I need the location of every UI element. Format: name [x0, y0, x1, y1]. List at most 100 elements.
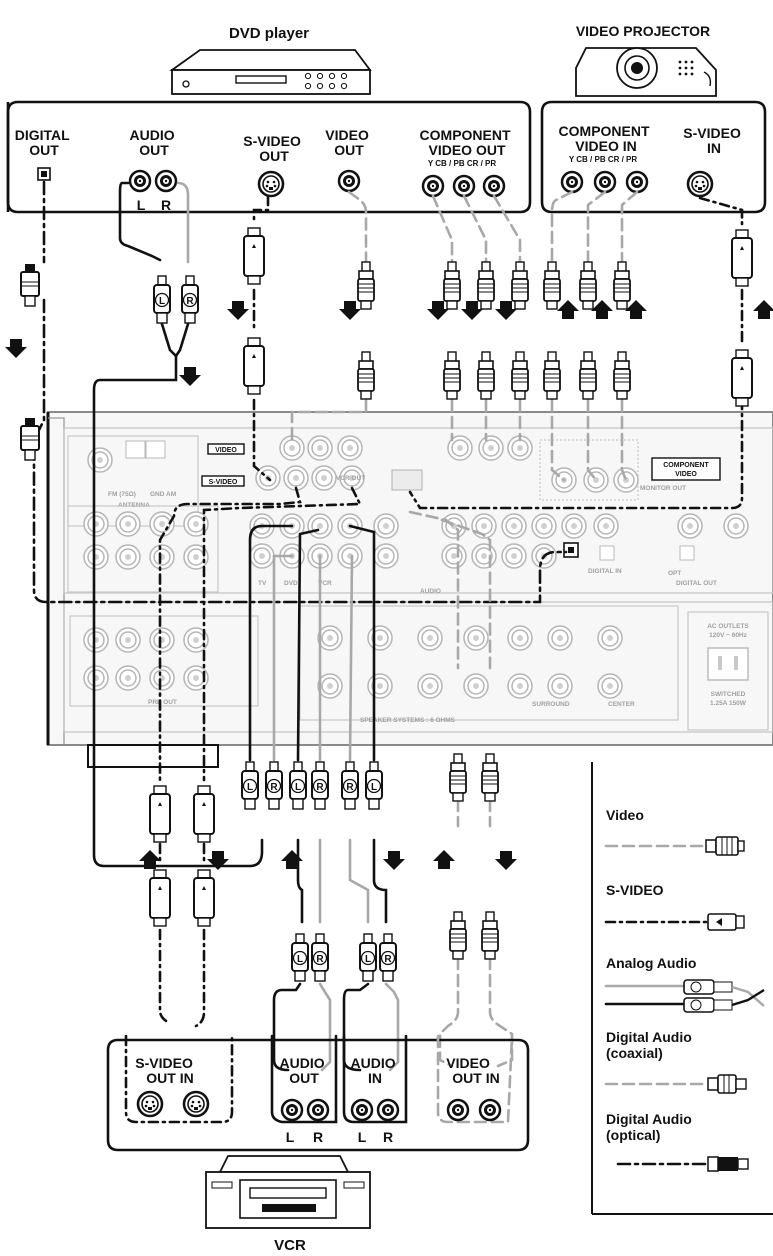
svg-text:R: R — [316, 954, 324, 965]
projector-pr-jack — [625, 170, 649, 194]
svg-text:L: L — [159, 296, 165, 307]
vcr-video-in-plug-bottom — [481, 911, 499, 960]
projector-svideo-in-label: S-VIDEO IN — [683, 125, 744, 156]
proj-svideo-plug-top — [731, 229, 753, 287]
rx-opt: OPT — [668, 570, 681, 577]
vcr-svideo-in-plug-top — [193, 785, 215, 843]
vcr-svideo-label: S-VIDEO OUT IN — [135, 1055, 196, 1086]
rx-vcr-out: VCR OUT — [336, 475, 365, 482]
rx-surround: SURROUND — [532, 701, 570, 708]
legend-item-digital-coaxial: Digital Audio (coaxial) — [604, 1029, 747, 1094]
dvd-pb-plug-top — [477, 261, 495, 310]
vcr-video-out-plug-top — [449, 753, 467, 802]
vcr-video-label: VIDEO OUT IN — [446, 1055, 499, 1086]
dvd-svideo-plug-bottom — [243, 337, 265, 395]
vcr-ch-r-2: R — [383, 1129, 393, 1145]
arrow-down — [227, 301, 249, 320]
rx-center: CENTER — [608, 701, 635, 708]
dvd-connector-panel: DIGITAL OUT AUDIO OUT S-VIDEO OUT VIDEO … — [6, 100, 532, 214]
proj-pr-plug-bottom — [613, 351, 631, 400]
dvd-svideo-jack — [257, 170, 285, 198]
vcr-ch-l-1: L — [286, 1129, 295, 1145]
dvd-pb-plug-bottom — [477, 351, 495, 400]
dvd-digital-out-label: DIGITAL OUT — [15, 127, 74, 158]
svg-text:R: R — [270, 782, 278, 793]
svg-text:(optical): (optical) — [606, 1127, 660, 1143]
svg-text:R: R — [186, 296, 194, 307]
rx-component-video-2: VIDEO — [675, 471, 697, 478]
plugs: L R L R L R R L — [20, 227, 753, 982]
vcr-audio-in-label: AUDIO IN — [350, 1055, 399, 1086]
dvd-component-sub: Y CB / PB CR / PR — [428, 159, 497, 168]
legend-item-digital-optical: Digital Audio (optical) — [606, 1111, 749, 1172]
arrow-up — [557, 300, 579, 319]
rx-pre-out: PRE OUT — [148, 699, 177, 706]
arrow-down — [383, 851, 405, 870]
dvd-svideo-plug-top — [243, 227, 265, 285]
svg-text:R: R — [346, 782, 354, 793]
projector-component-sub: Y CB / PB CR / PR — [569, 155, 638, 164]
dvd-y-plug-top — [443, 261, 461, 310]
arrow-down — [5, 339, 27, 358]
svg-text:L: L — [247, 782, 253, 793]
vcr-ch-r-1: R — [313, 1129, 323, 1145]
arrow-down — [427, 301, 449, 320]
dvd-component-y-jack — [421, 174, 445, 198]
vcr-audio-out-r-jack — [306, 1098, 330, 1122]
dvd-video-out-label: VIDEO OUT — [325, 127, 372, 158]
arrow-down — [495, 851, 517, 870]
vcr-svideo-out-plug-bottom — [149, 869, 171, 927]
arrow-up — [281, 850, 303, 869]
dvd-audio-out-label: AUDIO OUT — [129, 127, 178, 158]
svg-text:R: R — [316, 782, 324, 793]
legend: Video S-VIDEO Analog Audio — [591, 762, 773, 1215]
dvd-pr-plug-bottom — [511, 351, 529, 400]
vcr-video-in-jack — [478, 1098, 502, 1122]
rx-ac-outlets-2: 120V ~ 60Hz — [709, 632, 748, 639]
arrow-down — [495, 301, 517, 320]
legend-item-analog-audio: Analog Audio — [604, 955, 765, 1013]
svg-text:L: L — [371, 782, 377, 793]
rx-svideo-tag: S-VIDEO — [209, 479, 238, 486]
dvd-video-plug-top — [357, 261, 375, 310]
svg-text:Video: Video — [606, 807, 644, 823]
digital-optical-plug-top — [20, 263, 40, 307]
projector-pb-jack — [593, 170, 617, 194]
projector-connector-panel: COMPONENT VIDEO IN Y CB / PB CR / PR S-V… — [540, 100, 767, 214]
dvd-component-pb-jack — [452, 174, 476, 198]
arrow-up — [433, 850, 455, 869]
proj-pb-plug-bottom — [579, 351, 597, 400]
arrow-up — [625, 300, 647, 319]
arrow-down — [339, 301, 361, 320]
svg-text:L: L — [365, 954, 371, 965]
svg-text:L: L — [297, 954, 303, 965]
dvd-player-title: DVD player — [229, 25, 309, 42]
legend-item-svideo: S-VIDEO — [604, 882, 745, 931]
dvd-component-pr-jack — [482, 174, 506, 198]
vcr-svideo-out-plug-top — [149, 785, 171, 843]
rx-speaker-systems: SPEAKER SYSTEMS : 6 OHMS — [360, 717, 456, 724]
rx-ac-outlets-1: AC OUTLETS — [707, 623, 749, 630]
svg-text:Analog Audio: Analog Audio — [606, 955, 696, 971]
receiver-back-panel: FM (75Ω) GND AM ANTENNA VIDEO S-VIDEO CO… — [46, 411, 773, 768]
projector-title: VIDEO PROJECTOR — [576, 23, 710, 39]
rx-vcr: VCR — [318, 580, 332, 587]
cables — [32, 180, 744, 1072]
vcr-audio-out-l-jack — [280, 1098, 304, 1122]
vcr-audio-out-label: AUDIO OUT — [279, 1055, 328, 1086]
proj-y-plug-bottom — [543, 351, 561, 400]
vcr-device: VCR — [205, 1155, 371, 1254]
arrow-down — [179, 367, 201, 386]
projector-svideo-jack — [686, 170, 714, 198]
proj-svideo-plug-bottom — [731, 349, 753, 407]
rx-fm: FM (75Ω) — [108, 491, 136, 498]
dvd-player: DVD player — [169, 25, 372, 95]
rx-switched-1: SWITCHED — [711, 691, 746, 698]
rx-video-tag: VIDEO — [215, 447, 237, 454]
rx-switched-2: 1.25A 150W — [710, 700, 747, 707]
dvd-video-jack — [337, 169, 361, 193]
dvd-ch-l: L — [137, 197, 146, 213]
arrow-down — [461, 301, 483, 320]
vcr-title: VCR — [274, 1237, 306, 1254]
vcr-video-out-jack — [446, 1098, 470, 1122]
